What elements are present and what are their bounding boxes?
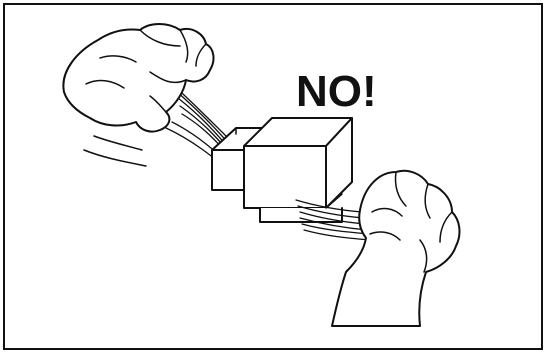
warning-text: NO! bbox=[296, 70, 377, 114]
left-hand-icon bbox=[63, 24, 213, 166]
right-hand-icon bbox=[332, 171, 459, 326]
